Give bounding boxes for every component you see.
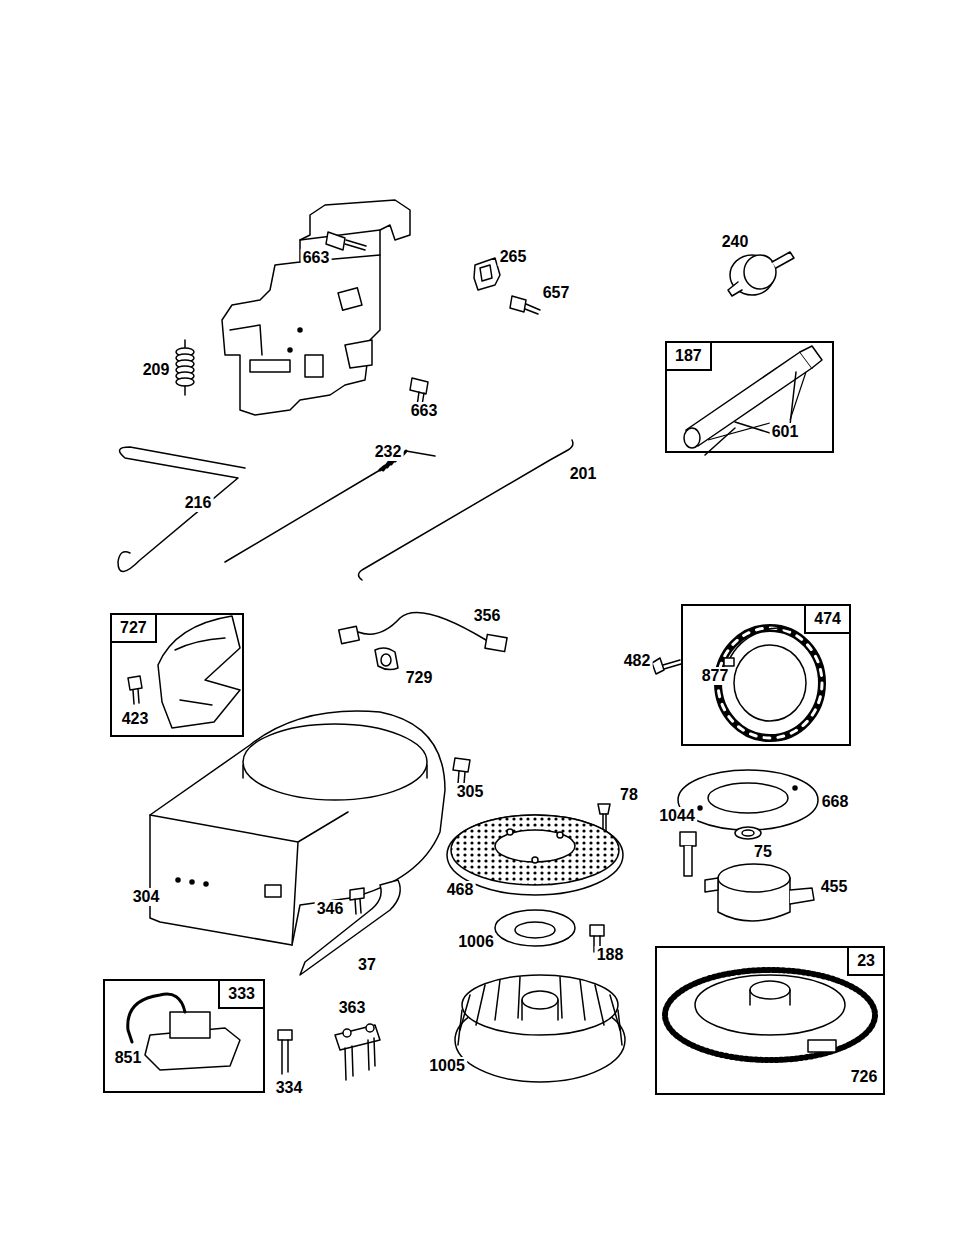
- callout-number: 657: [541, 284, 572, 302]
- callout-box: 333 851: [103, 979, 265, 1093]
- callout-number: 304: [131, 888, 162, 906]
- callout-number: 663: [301, 249, 332, 267]
- group-number: 23: [847, 946, 885, 976]
- callout-number: 423: [120, 710, 151, 728]
- leader-lines: [708, 372, 806, 440]
- callout-number: 468: [445, 881, 476, 899]
- callout-number: 216: [183, 494, 214, 512]
- callout-number: 188: [595, 946, 626, 964]
- callout-box: 727 423: [110, 613, 244, 737]
- callout-number: 37: [356, 956, 378, 974]
- group-number: 333: [218, 979, 265, 1009]
- callout-number: 1006: [456, 933, 496, 951]
- callout-number: 232: [373, 443, 404, 461]
- callout-number: 265: [498, 248, 529, 266]
- callout-number: 209: [141, 361, 172, 379]
- callout-number: 1044: [657, 807, 697, 825]
- callout-number: 240: [720, 233, 751, 251]
- group-number: 474: [804, 604, 851, 634]
- callout-number: 851: [113, 1049, 144, 1067]
- callout-number: 363: [337, 999, 368, 1017]
- callout-number: 356: [472, 607, 503, 625]
- callout-number: 334: [274, 1079, 305, 1097]
- group-number: 187: [665, 341, 712, 371]
- callout-number: 75: [752, 843, 774, 861]
- callout-number: 877: [700, 667, 731, 685]
- callout-number: 668: [820, 793, 851, 811]
- callout-number: 663: [409, 402, 440, 420]
- callout-number: 726: [849, 1068, 880, 1086]
- callout-number: 482: [622, 652, 653, 670]
- callout-number: 201: [568, 465, 599, 483]
- callout-number: 455: [819, 878, 850, 896]
- callout-number: 1005: [427, 1057, 467, 1075]
- callout-number: 78: [618, 786, 640, 804]
- callout-box: 474 877: [681, 604, 851, 746]
- callout-number: 729: [404, 669, 435, 687]
- group-number: 727: [110, 613, 157, 643]
- callout-number: 305: [455, 783, 486, 801]
- callout-number: 601: [770, 423, 801, 441]
- callout-number: 346: [315, 900, 346, 918]
- callout-box: 187 601: [665, 341, 834, 453]
- callout-box: 23 726: [655, 946, 885, 1095]
